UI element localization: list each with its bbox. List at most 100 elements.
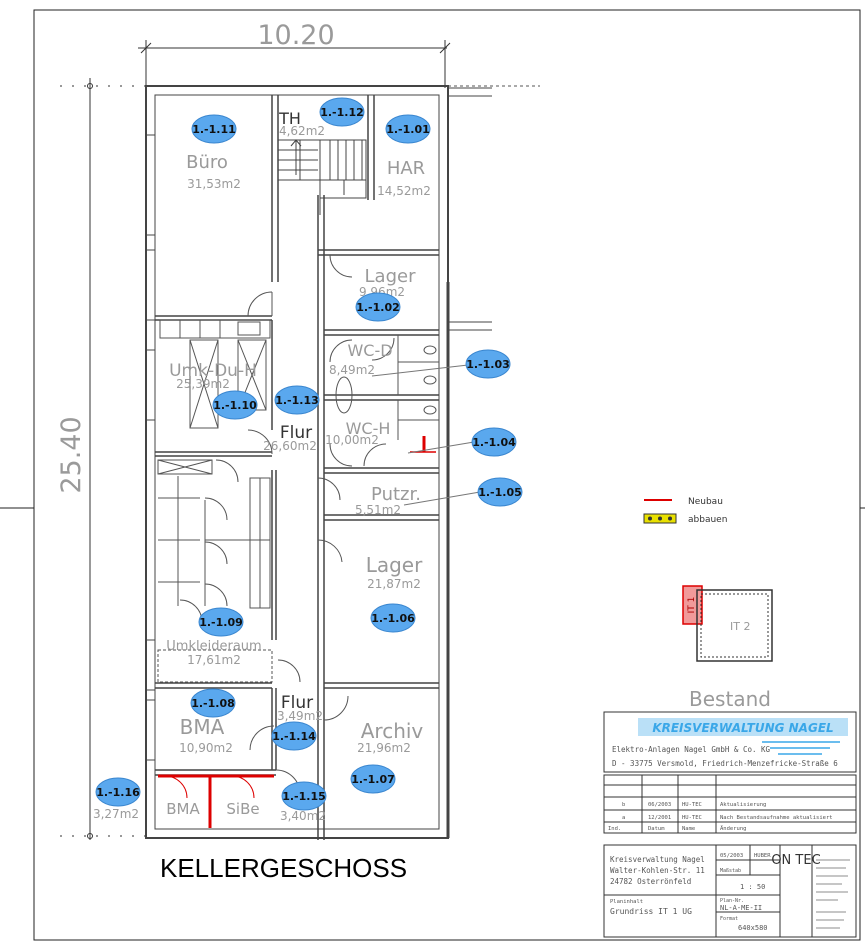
company-name: Elektro-Anlagen Nagel GmbH & Co. KG: [612, 745, 771, 754]
room-bubble: 1.-1.14: [271, 721, 317, 751]
room-name: TH: [278, 109, 301, 128]
room-area: 21,96m2: [357, 741, 411, 755]
room-bubble: 1.-1.05: [477, 477, 523, 507]
company-logo: KREISVERWALTUNG NAGEL: [638, 718, 848, 755]
room-area: 3,27m2: [93, 807, 139, 821]
drawing-number-label: Plan-Nr.: [720, 898, 744, 904]
svg-text:1.-1.14: 1.-1.14: [272, 730, 316, 743]
revision-index: b: [622, 802, 625, 808]
room-labels: Büro 31,53m2 TH 4,62m2 HAR 14,52m2 Lager…: [93, 109, 431, 823]
room-bubble: 1.-1.13: [274, 385, 320, 415]
name-value: HUBER: [754, 853, 771, 859]
room-area: 10,90m2: [179, 741, 233, 755]
legend: Neubau abbauen: [643, 497, 727, 525]
room-bubble: 1.-1.16: [95, 777, 141, 807]
room-bubble: 1.-1.12: [319, 97, 365, 127]
date-value: 05/2003: [720, 853, 743, 859]
room-area: 8,49m2: [329, 363, 375, 377]
client-line: Kreisverwaltung Nagel: [610, 855, 705, 864]
sheet-frame: [33, 9, 861, 941]
leader-lines: [371, 364, 481, 506]
inset-existing: IT 1 IT 2 Bestand: [682, 585, 773, 711]
room-name: Flur: [280, 423, 312, 443]
format-label: Format: [720, 916, 738, 922]
revision-name: HU-TEC: [682, 802, 702, 808]
revision-name: HU-TEC: [682, 815, 702, 821]
svg-text:1.-1.04: 1.-1.04: [472, 436, 516, 449]
room-name: WC-D: [347, 341, 392, 360]
svg-text:1.-1.09: 1.-1.09: [199, 616, 243, 629]
client-line: Walter-Kohlen-Str. 11: [610, 866, 705, 875]
room-bubble: 1.-1.08: [190, 688, 236, 718]
revision-index: a: [622, 815, 625, 821]
room-bubble: 1.-1.15: [281, 781, 327, 811]
revision-change: Nach Bestandsaufnahme aktualisiert: [720, 815, 833, 821]
room-number-bubbles: 1.-1.11 1.-1.12 1.-1.01 1.-1.02 1.-1.03 …: [95, 97, 523, 811]
svg-text:1.-1.03: 1.-1.03: [466, 358, 510, 371]
scale-label: Maßstab: [720, 868, 741, 874]
sanitary-fixtures: [157, 319, 439, 683]
room-name: Lager: [366, 553, 423, 577]
scale-value: 1 : 50: [740, 883, 765, 891]
brand-mark: ON TEC: [771, 853, 820, 868]
room-area: 25,39m2: [176, 377, 230, 391]
room-name: BMA: [166, 800, 200, 818]
revision-date: Datum: [648, 826, 665, 832]
company-address: D - 33775 Versmold, Friedrich-Menzefrick…: [612, 759, 838, 768]
room-name: Umk-Du-H: [169, 361, 257, 381]
room-name: Lager: [365, 266, 417, 287]
staircase: [277, 139, 367, 215]
revision-name: Name: [682, 826, 695, 832]
floor-title: KELLERGESCHOSS: [160, 853, 407, 883]
legend-demolish-label: abbauen: [688, 515, 727, 525]
room-name: Putzr.: [371, 484, 421, 505]
interior-walls: [155, 95, 439, 840]
revision-date: 12/2001: [648, 815, 671, 821]
dimension-left: 25.40: [56, 78, 148, 840]
room-area: 5,51m2: [355, 503, 401, 517]
drawing-number: NL-A-ME-II: [720, 904, 762, 912]
room-bubble: 1.-1.01: [385, 114, 431, 144]
room-area: 17,61m2: [187, 653, 241, 667]
inset-it2-label: IT 2: [730, 620, 750, 633]
building-outline: [145, 85, 492, 839]
room-name: Büro: [186, 152, 228, 173]
revision-change: Änderung: [720, 825, 747, 832]
revision-rows: b 06/2003 HU-TEC Aktualisierung a 12/200…: [608, 802, 833, 832]
title-block: [603, 711, 857, 938]
svg-text:1.-1.02: 1.-1.02: [356, 301, 400, 314]
dimension-height-label: 25.40: [56, 416, 87, 493]
svg-text:1.-1.16: 1.-1.16: [96, 786, 140, 799]
dimension-width-label: 10.20: [257, 20, 334, 51]
svg-text:1.-1.01: 1.-1.01: [386, 123, 430, 136]
room-name: Flur: [281, 693, 313, 713]
revision-date: 06/2003: [648, 802, 671, 808]
room-name: BMA: [180, 715, 225, 739]
room-name: WC-H: [346, 419, 391, 438]
room-area: 14,52m2: [377, 184, 431, 198]
room-bubble: 1.-1.06: [370, 603, 416, 633]
room-area: 31,53m2: [187, 177, 241, 191]
room-bubble: 1.-1.11: [191, 114, 237, 144]
client-line: 24782 Osterrönfeld: [610, 877, 691, 886]
room-bubble: 1.-1.02: [355, 292, 401, 322]
inset-caption: Bestand: [689, 687, 771, 711]
room-name: Archiv: [361, 719, 424, 743]
room-bubble: 1.-1.03: [465, 349, 511, 379]
logo-text: KREISVERWALTUNG NAGEL: [652, 721, 833, 735]
svg-text:1.-1.10: 1.-1.10: [213, 399, 257, 412]
svg-text:1.-1.08: 1.-1.08: [191, 697, 235, 710]
legend-new-label: Neubau: [688, 497, 723, 507]
room-area: 3,49m2: [277, 709, 323, 723]
svg-text:1.-1.12: 1.-1.12: [320, 106, 364, 119]
plan-title-label: Planinhalt: [610, 899, 643, 905]
revision-change: Aktualisierung: [720, 802, 766, 808]
room-bubble: 1.-1.07: [350, 764, 396, 794]
room-bubble: 1.-1.04: [471, 427, 517, 457]
plan-title: Grundriss IT 1 UG: [610, 907, 692, 916]
room-area: 10,00m2: [325, 433, 379, 447]
brand-details: [816, 859, 850, 929]
room-area: 4,62m2: [279, 124, 325, 138]
room-bubble: 1.-1.09: [198, 607, 244, 637]
